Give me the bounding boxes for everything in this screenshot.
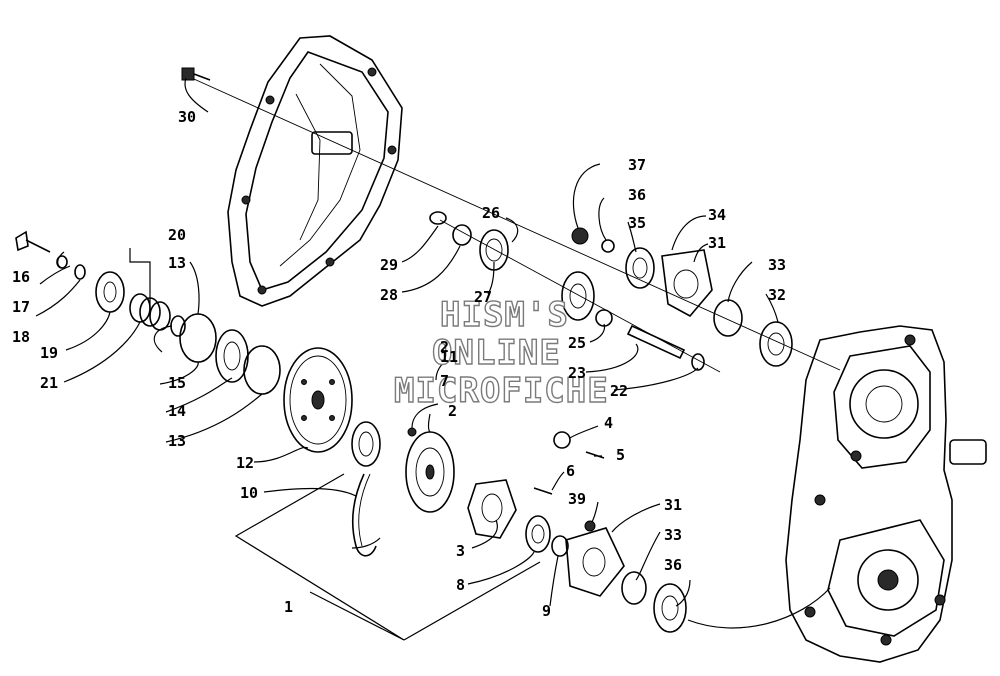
callout-36-upper: 36 [628,186,646,204]
callout-19: 19 [40,344,58,362]
hub-19 [95,271,125,313]
callout-10: 10 [240,484,258,502]
gear-35 [625,247,655,289]
bearing-plate-31-lower [565,527,625,597]
callout-14: 14 [168,402,186,420]
needle-bearing [351,421,381,467]
callout-33-upper: 33 [768,256,786,274]
callout-3: 3 [456,542,465,560]
watermark-line2: ONLINE [432,333,561,373]
bearing-14 [215,329,249,383]
callout-33-lower: 33 [664,526,682,544]
chain-10 [351,473,377,557]
watermark: HISM'S ONLINE MICROFICHE [393,294,609,411]
plate-3 [467,479,517,539]
callout-6: 6 [566,462,575,480]
callout-31-upper: 31 [708,234,726,252]
callout-2-upper: 2 [440,338,449,356]
callout-27: 27 [474,288,492,306]
watermark-line1: HISM'S [440,295,569,335]
callout-1: 1 [284,598,293,616]
callout-28: 28 [380,286,398,304]
callout-15: 15 [168,374,186,392]
callout-36-lower: 36 [664,556,682,574]
callout-5: 5 [616,446,625,464]
gearcase-housing [785,325,987,663]
callout-39: 39 [568,490,586,508]
callout-20: 20 [168,226,186,244]
callout-26: 26 [482,204,500,222]
washer-13-upper [179,313,217,363]
callout-labels: 30 29 28 26 27 25 23 22 37 36 35 34 31 3… [12,108,786,620]
nut-37 [571,227,589,245]
bearing-36-lower [653,583,687,633]
callout-32: 32 [768,286,786,304]
callout-29: 29 [380,256,398,274]
bolt-30 [181,67,195,81]
leader-lines [35,77,831,641]
screw-5 [585,451,605,459]
sprocket-12 [283,347,353,453]
callout-12: 12 [236,454,254,472]
callout-25: 25 [568,334,586,352]
bearing-32 [759,321,793,367]
shaft-23 [626,324,686,360]
callout-13-lower: 13 [168,432,186,450]
ring-22 [691,353,705,371]
callout-35: 35 [628,214,646,232]
chaincase-cover [227,35,403,307]
washer-36 [601,239,615,253]
callout-23: 23 [568,364,586,382]
washer-18 [74,264,86,280]
bearing-8 [525,515,551,553]
upper-axis-line [184,74,841,371]
spacer-25 [595,309,613,327]
callout-18: 18 [12,328,30,346]
callout-16: 16 [12,268,30,286]
gear-24 [561,271,595,321]
watermark-line3: MICROFICHE [394,371,609,411]
bushing-4 [553,431,571,449]
spacer-28 [452,224,472,246]
screw-6 [533,487,553,495]
callout-8: 8 [456,576,465,594]
bolt-16 [15,230,29,252]
callout-30: 30 [178,108,196,126]
callout-17: 17 [12,298,30,316]
washer-29 [429,211,447,225]
o-ring-33-lower [621,571,647,605]
bearing-plate-34 [661,249,713,318]
callout-13-upper: 13 [168,254,186,272]
callout-11: 11 [440,348,458,366]
washer-13-lower [243,345,281,395]
callout-37: 37 [628,156,646,174]
callout-4: 4 [604,414,613,432]
washer-9 [551,535,569,557]
callout-31-lower: 31 [664,496,682,514]
callout-22: 22 [610,382,628,400]
callout-2-lower: 2 [448,402,457,420]
o-ring-33 [713,299,743,337]
pin-7 [407,427,417,437]
callout-7: 7 [440,372,449,390]
callout-9: 9 [542,602,551,620]
nut-39 [584,520,596,532]
callout-21: 21 [40,374,58,392]
callout-34: 34 [708,206,726,224]
